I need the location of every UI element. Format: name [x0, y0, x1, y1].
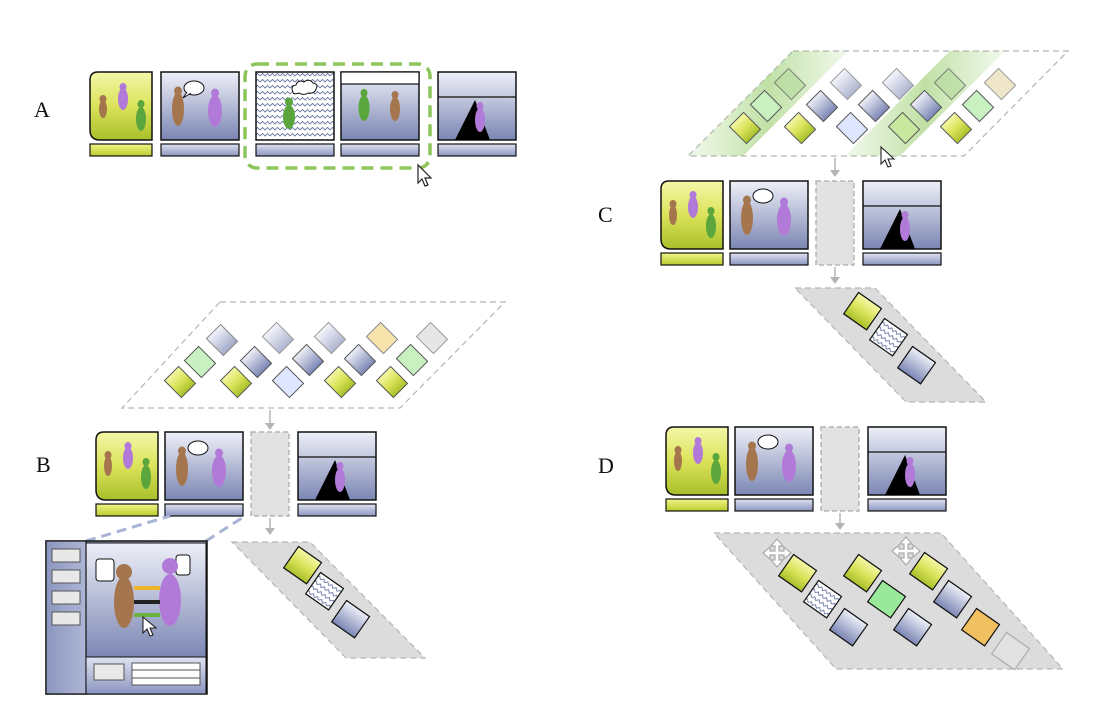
toolbar-button[interactable] — [52, 612, 80, 625]
panel-label-d: D — [598, 453, 614, 478]
panel-a — [90, 64, 516, 186]
comic-frame[interactable] — [666, 427, 728, 511]
comic-frame[interactable] — [661, 181, 723, 265]
panel-label-a: A — [34, 97, 50, 122]
toolbar-button[interactable] — [52, 549, 80, 562]
panel-c — [661, 51, 1068, 402]
comic-frame[interactable] — [730, 181, 808, 265]
comic-frame[interactable] — [90, 72, 152, 156]
panel-label-b: B — [36, 452, 51, 477]
editor-button[interactable] — [94, 664, 124, 680]
text-input-lines[interactable] — [132, 663, 200, 685]
comic-frame[interactable] — [298, 432, 376, 516]
empty-slot[interactable] — [821, 427, 859, 511]
panel-d — [666, 427, 1063, 670]
empty-slot[interactable] — [251, 432, 289, 516]
comic-frame[interactable] — [165, 432, 243, 516]
comic-frame[interactable] — [863, 181, 941, 265]
toolbar-button[interactable] — [52, 591, 80, 604]
comic-frame[interactable] — [96, 432, 158, 516]
empty-slot[interactable] — [816, 181, 854, 265]
mini-thumbnail-grid — [164, 322, 447, 397]
frame-editor — [46, 541, 207, 694]
comic-frame[interactable] — [438, 72, 516, 156]
toolbar-button[interactable] — [52, 570, 80, 583]
comic-frame[interactable] — [735, 427, 813, 511]
panel-b — [46, 302, 505, 694]
comic-frame[interactable] — [868, 427, 946, 511]
panel-label-c: C — [598, 202, 613, 227]
comic-frame[interactable] — [161, 72, 239, 156]
